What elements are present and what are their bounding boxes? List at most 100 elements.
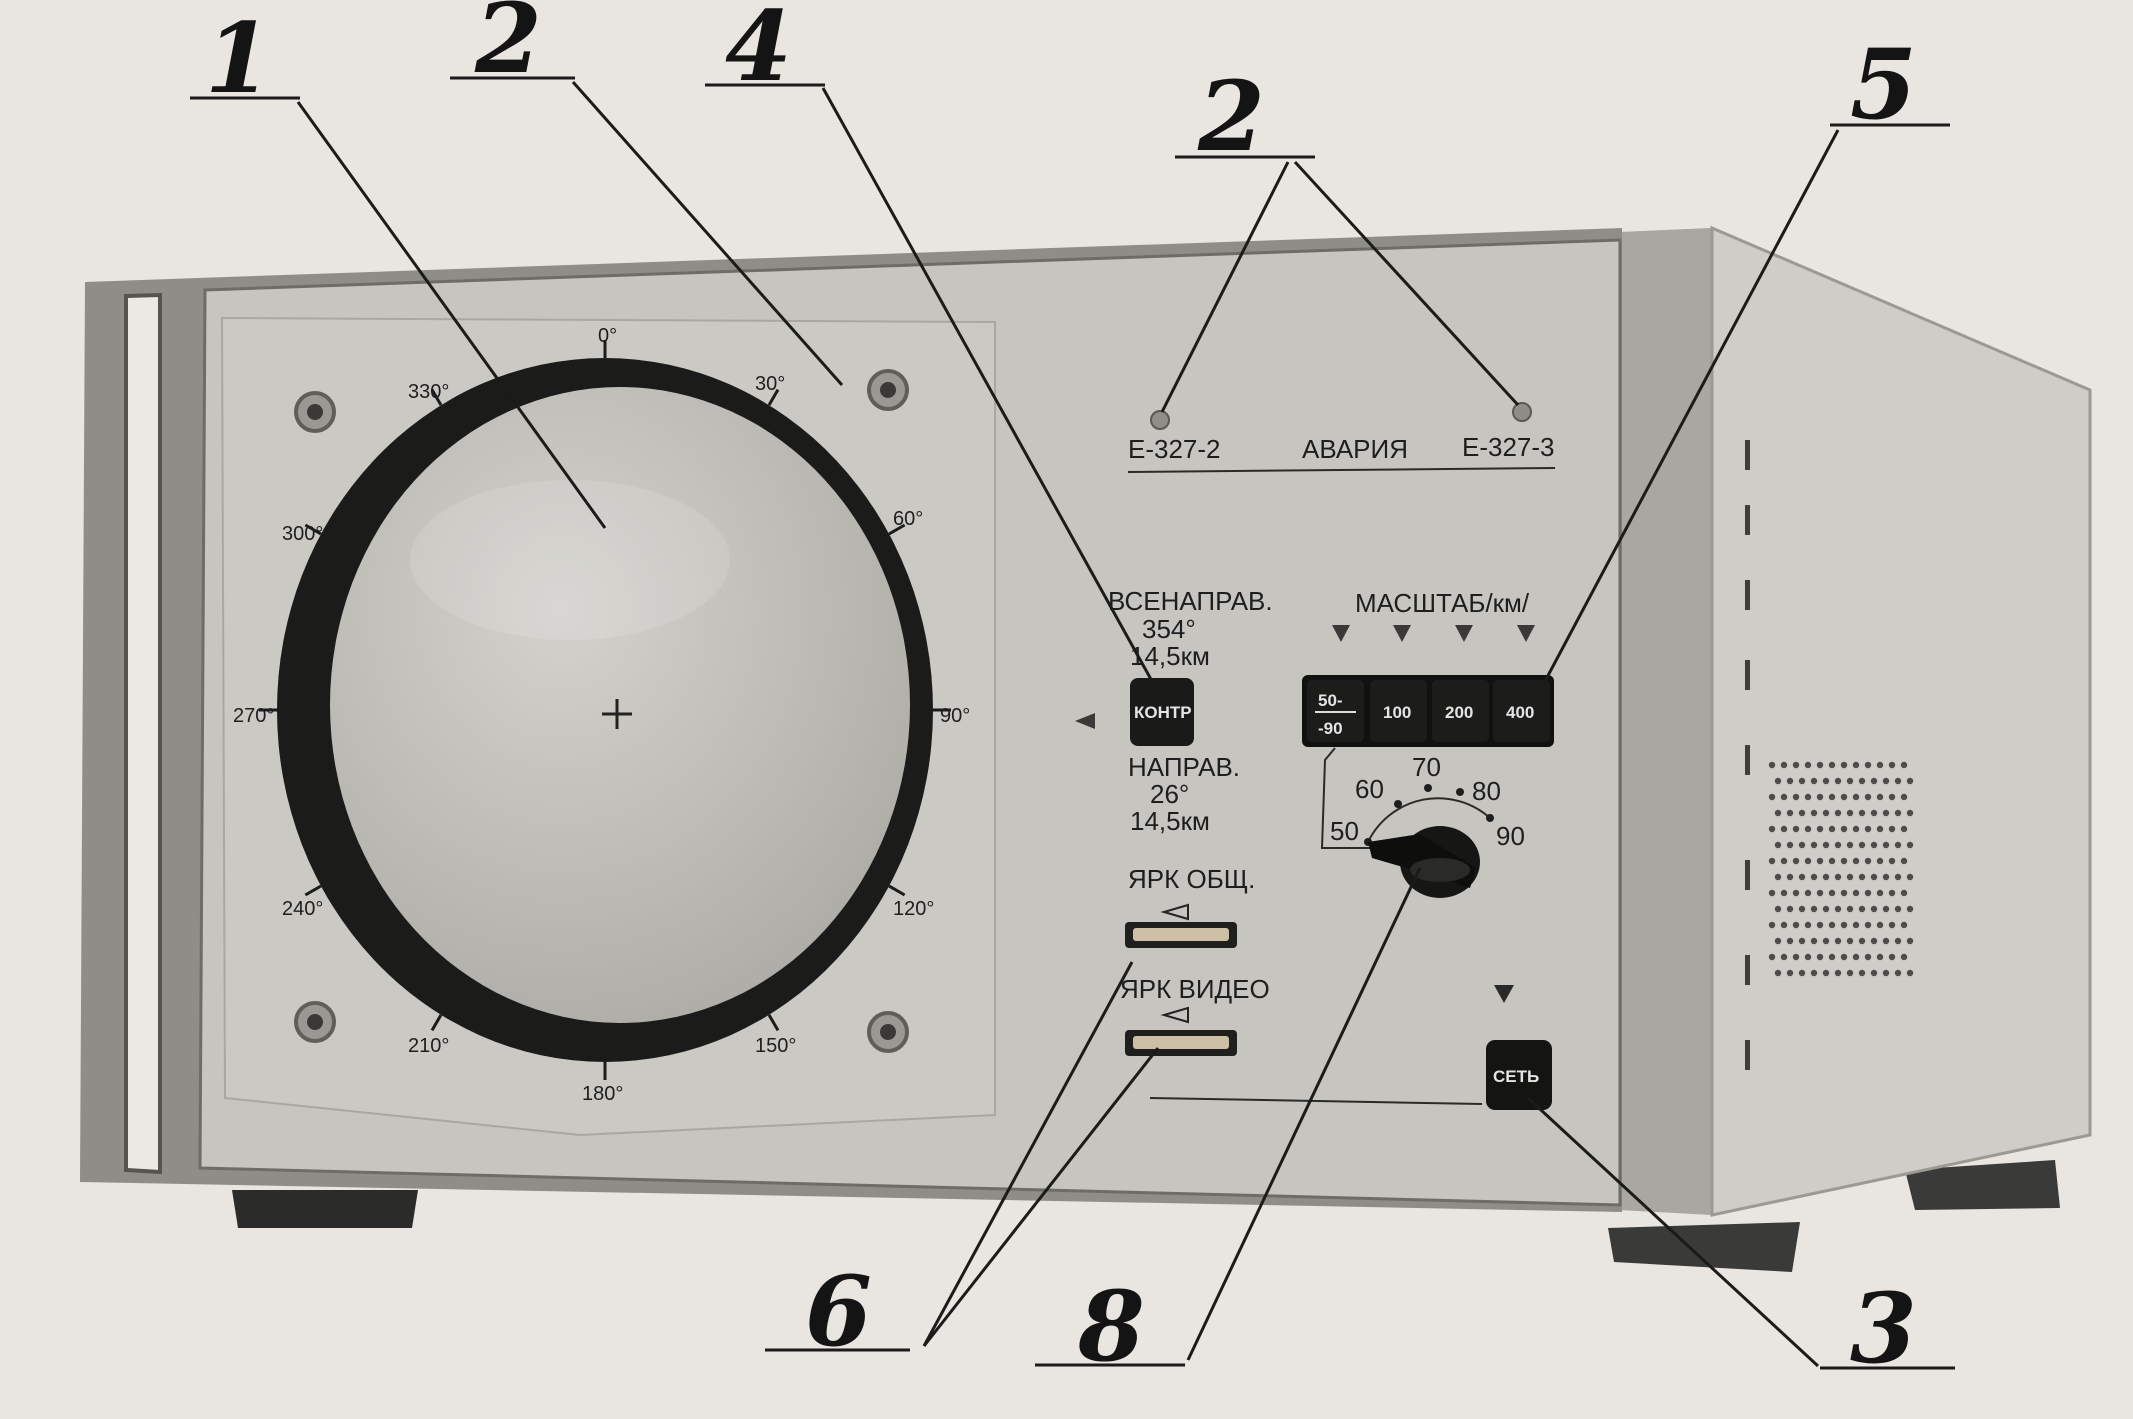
bearing-270: 270°: [233, 705, 274, 727]
grille-hole: [1876, 793, 1884, 801]
grille-hole: [1876, 889, 1884, 897]
grille-hole: [1876, 921, 1884, 929]
grille-hole: [1846, 841, 1854, 849]
grille-hole: [1768, 825, 1776, 833]
brightness-video-slider[interactable]: [1125, 1030, 1237, 1056]
bearing-tick: [767, 388, 780, 406]
grille-hole: [1780, 857, 1788, 865]
alarm-right-label: Е-327-3: [1462, 432, 1555, 462]
power-button-label: СЕТЬ: [1493, 1067, 1539, 1086]
grille-hole: [1798, 905, 1806, 913]
grille-hole: [1888, 953, 1896, 961]
grille-hole: [1894, 777, 1902, 785]
grille-hole: [1810, 841, 1818, 849]
scale-knob[interactable]: [1368, 826, 1480, 898]
direction-angle: 26°: [1150, 779, 1189, 809]
grille-hole: [1864, 761, 1872, 769]
check-button[interactable]: КОНТР: [1130, 678, 1194, 746]
grille-hole: [1822, 905, 1830, 913]
grille-hole: [1864, 825, 1872, 833]
grille-hole: [1834, 969, 1842, 977]
grille-hole: [1786, 905, 1794, 913]
callout-3: 3: [1850, 1272, 1917, 1385]
callout-leaders: [190, 76, 1955, 1370]
bearing-tick: [430, 388, 443, 406]
grille-hole: [1774, 809, 1782, 817]
brightness-video-arrow-icon: [1160, 1006, 1189, 1024]
all-directions-angle: 354°: [1142, 614, 1196, 644]
grille-hole: [1828, 921, 1836, 929]
alarm-lamp-left: [1150, 410, 1170, 430]
grille-hole: [1804, 921, 1812, 929]
grille-hole: [1900, 825, 1908, 833]
grille-hole: [1846, 969, 1854, 977]
grille-hole: [1858, 777, 1866, 785]
bearing-300: 300°: [282, 523, 323, 545]
brightness-overall-label: ЯРК ОБЩ.: [1128, 864, 1255, 894]
grille-hole: [1768, 793, 1776, 801]
grille-hole: [1816, 889, 1824, 897]
bearing-tick: [888, 884, 906, 897]
speaker-grille: [1768, 761, 1914, 977]
scale-button-50-90-top: 50-: [1318, 691, 1343, 710]
bearing-labels: 0° 30° 60° 90° 120° 150° 180° 210° 240° …: [233, 325, 970, 1105]
grille-hole: [1834, 937, 1842, 945]
grille-hole: [1774, 841, 1782, 849]
scale-indicator-arrows: [1332, 625, 1535, 642]
grille-hole: [1906, 777, 1914, 785]
grille-hole: [1876, 761, 1884, 769]
grille-hole: [1822, 969, 1830, 977]
grille-hole: [1816, 825, 1824, 833]
brightness-overall-arrow-icon: [1160, 903, 1189, 921]
grille-hole: [1858, 905, 1866, 913]
scale-button-200[interactable]: 200: [1432, 680, 1489, 742]
grille-hole: [1900, 953, 1908, 961]
grille-hole: [1858, 841, 1866, 849]
grille-hole: [1840, 825, 1848, 833]
grille-hole: [1906, 809, 1914, 817]
grille-hole: [1882, 937, 1890, 945]
grille-hole: [1798, 809, 1806, 817]
grille-hole: [1888, 793, 1896, 801]
knob-mark-70: 70: [1412, 752, 1441, 782]
grille-hole: [1894, 841, 1902, 849]
power-indicator-arrow-icon: [1494, 985, 1514, 1003]
grille-hole: [1804, 953, 1812, 961]
bearing-tick: [304, 884, 322, 897]
grille-hole: [1888, 761, 1896, 769]
grille-hole: [1810, 905, 1818, 913]
grille-hole: [1798, 777, 1806, 785]
grille-hole: [1816, 793, 1824, 801]
brightness-section: ЯРК ОБЩ. ЯРК ВИДЕО: [1120, 864, 1483, 1105]
grille-hole: [1828, 793, 1836, 801]
grille-hole: [1786, 777, 1794, 785]
grille-hole: [1870, 777, 1878, 785]
bearing-0: 0°: [598, 325, 617, 347]
bearing-tick: [888, 523, 906, 536]
power-button[interactable]: СЕТЬ: [1486, 1040, 1552, 1110]
grille-hole: [1852, 921, 1860, 929]
brightness-overall-slider[interactable]: [1125, 922, 1237, 948]
grille-hole: [1774, 777, 1782, 785]
grille-hole: [1840, 761, 1848, 769]
bearing-330: 330°: [408, 381, 449, 403]
grille-hole: [1846, 937, 1854, 945]
bearing-150: 150°: [755, 1035, 796, 1057]
scale-button-50-90[interactable]: 50- -90: [1307, 680, 1364, 742]
grille-hole: [1822, 777, 1830, 785]
scale-button-100-label: 100: [1383, 703, 1411, 722]
grille-hole: [1774, 937, 1782, 945]
scale-button-100[interactable]: 100: [1370, 680, 1427, 742]
grille-hole: [1882, 873, 1890, 881]
grille-hole: [1810, 937, 1818, 945]
grille-hole: [1894, 809, 1902, 817]
grille-hole: [1846, 809, 1854, 817]
grille-hole: [1792, 761, 1800, 769]
grille-hole: [1906, 873, 1914, 881]
pointer-left-icon: [1075, 713, 1095, 729]
callout-5: 5: [1850, 28, 1917, 141]
grille-hole: [1894, 905, 1902, 913]
grille-hole: [1900, 889, 1908, 897]
grille-hole: [1834, 873, 1842, 881]
